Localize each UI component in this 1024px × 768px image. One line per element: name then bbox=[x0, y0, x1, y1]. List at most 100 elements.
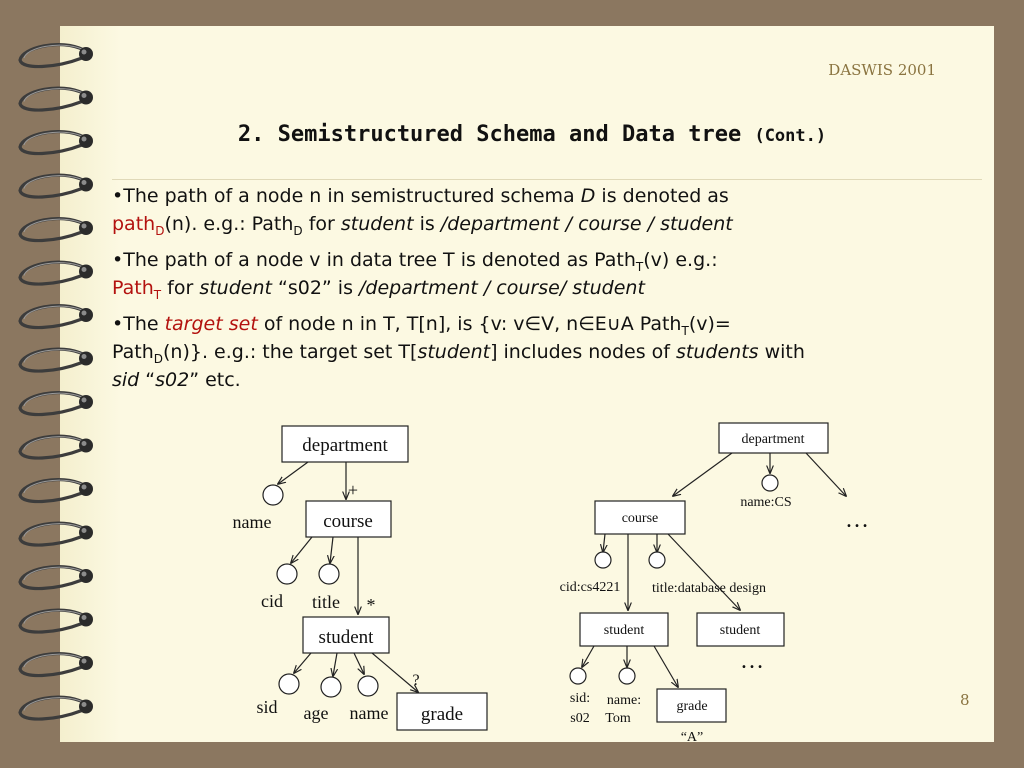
title-main: 2. Semistructured Schema and Data tree bbox=[237, 122, 742, 147]
b3-sid: sid bbox=[112, 369, 140, 391]
spiral-binding bbox=[18, 42, 93, 721]
schema-cid-label: cid bbox=[261, 591, 283, 611]
tree-cid-node bbox=[594, 551, 612, 569]
bullet-list: •The path of a node n in semistructured … bbox=[112, 182, 992, 402]
b3-student: student bbox=[417, 341, 491, 363]
spiral-ring bbox=[18, 216, 93, 243]
tree-student2-label: student bbox=[720, 623, 761, 638]
spiral-ring bbox=[18, 608, 93, 634]
schema-name2-label: name bbox=[350, 703, 389, 723]
b1-prefix: •The path of a node n in semistructured … bbox=[112, 185, 581, 207]
spiral-ring bbox=[18, 564, 93, 591]
schema-course-label: course bbox=[323, 511, 373, 532]
schema-age-label: age bbox=[304, 703, 329, 723]
schema-student-box bbox=[302, 616, 390, 654]
page-number: 8 bbox=[960, 691, 970, 709]
spiral-ring bbox=[18, 129, 93, 156]
tree-course-box bbox=[594, 500, 686, 535]
b3-with: with bbox=[758, 341, 805, 363]
spiral-ring bbox=[18, 521, 93, 547]
spiral-ring bbox=[18, 260, 93, 286]
schema-name-node bbox=[262, 484, 284, 506]
b3-rest: (v)= bbox=[688, 313, 731, 335]
schema-name2-node bbox=[357, 675, 379, 697]
b2-for: for bbox=[161, 277, 200, 299]
b3-rest2: (n)}. e.g.: the target set T[ bbox=[163, 341, 418, 363]
schema-name-label: name bbox=[233, 512, 272, 532]
b1-for: for bbox=[302, 213, 341, 235]
slide-header: DASWIS 2001 bbox=[828, 61, 936, 79]
bullet-target-set: •The target set of node n in T, T[n], is… bbox=[112, 310, 992, 394]
b1-is: is bbox=[413, 213, 441, 235]
tree-student2-box bbox=[696, 612, 785, 647]
bullet-path-schema: •The path of a node n in semistructured … bbox=[112, 182, 992, 238]
b2-after: (v) e.g.: bbox=[643, 249, 718, 271]
b3-end: ” etc. bbox=[189, 369, 241, 391]
b3-v: V, n bbox=[541, 313, 579, 335]
b1-path: path bbox=[112, 213, 156, 235]
b3-e: E bbox=[594, 313, 607, 335]
tree-name-value: Tom bbox=[605, 711, 631, 726]
spiral-ring bbox=[18, 42, 93, 69]
tree-more-dots-2: … bbox=[740, 648, 764, 674]
b2-pathval: /department / course/ student bbox=[359, 277, 645, 299]
tree-namecs-node bbox=[761, 474, 779, 492]
b3-mid: of node n in T, T[n], is {v: v bbox=[257, 313, 525, 335]
tree-namecs-label: name:CS bbox=[740, 495, 791, 510]
b3-a: A Path bbox=[620, 313, 682, 335]
b2-sub2: T bbox=[153, 287, 162, 302]
b2-prefix: •The path of a node v in data tree T is … bbox=[112, 249, 636, 271]
tree-student1-label: student bbox=[604, 623, 645, 638]
tree-student1-box bbox=[579, 612, 669, 647]
b2-quote: “s02” is bbox=[271, 277, 360, 299]
schema-optional-label: ? bbox=[412, 672, 419, 689]
b3-sub2: D bbox=[153, 351, 163, 366]
spiral-ring bbox=[18, 434, 93, 460]
spiral-ring bbox=[18, 651, 93, 678]
spiral-ring bbox=[18, 173, 93, 199]
tree-grade-value: “A” bbox=[681, 730, 704, 745]
schema-title-label: title bbox=[312, 592, 340, 612]
schema-star-label: * bbox=[367, 595, 376, 615]
schema-plus-label: + bbox=[348, 480, 358, 500]
schema-course-box bbox=[305, 500, 392, 538]
schema-department-box bbox=[281, 425, 409, 463]
tree-grade-box bbox=[656, 688, 727, 723]
schema-age-node bbox=[320, 676, 342, 698]
title-suffix: (Cont.) bbox=[754, 126, 827, 146]
b3-sub: T bbox=[681, 323, 689, 338]
b1-mid: is denoted as bbox=[595, 185, 729, 207]
slide-title: 2. Semistructured Schema and Data tree (… bbox=[0, 122, 1024, 147]
schema-student-label: student bbox=[319, 627, 375, 648]
slide-paper bbox=[60, 26, 994, 742]
tree-more-dots-1: … bbox=[845, 507, 869, 533]
tree-cid-label: cid:cs4221 bbox=[560, 580, 621, 595]
b3-target: target set bbox=[164, 313, 258, 335]
tree-department-box bbox=[718, 422, 829, 454]
tree-title-node bbox=[648, 551, 666, 569]
schema-title-node bbox=[318, 563, 340, 585]
schema-cid-node bbox=[276, 563, 298, 585]
b1-d: D bbox=[580, 185, 596, 207]
b1-student: student bbox=[340, 213, 414, 235]
b3-students: students bbox=[676, 341, 759, 363]
b3-cup: ∪ bbox=[606, 313, 621, 335]
tree-sid-value: s02 bbox=[570, 711, 589, 726]
b1-pathval: /department / course / student bbox=[440, 213, 733, 235]
b3-prefix: •The bbox=[112, 313, 165, 335]
spiral-ring bbox=[18, 347, 93, 373]
tree-name-node bbox=[618, 667, 636, 685]
b3-in2: ∈ bbox=[578, 313, 595, 335]
schema-grade-label: grade bbox=[421, 704, 463, 725]
spiral-ring bbox=[18, 695, 93, 721]
spiral-ring bbox=[18, 477, 93, 504]
b3-path2: Path bbox=[112, 341, 154, 363]
spiral-ring bbox=[18, 390, 93, 417]
tree-sid-node bbox=[569, 667, 587, 685]
tree-department-label: department bbox=[742, 432, 805, 447]
schema-grade-box bbox=[396, 692, 488, 731]
schema-sid-label: sid bbox=[256, 697, 277, 717]
b3-s02: s02 bbox=[155, 369, 190, 391]
tree-sid-label: sid: bbox=[570, 691, 590, 706]
